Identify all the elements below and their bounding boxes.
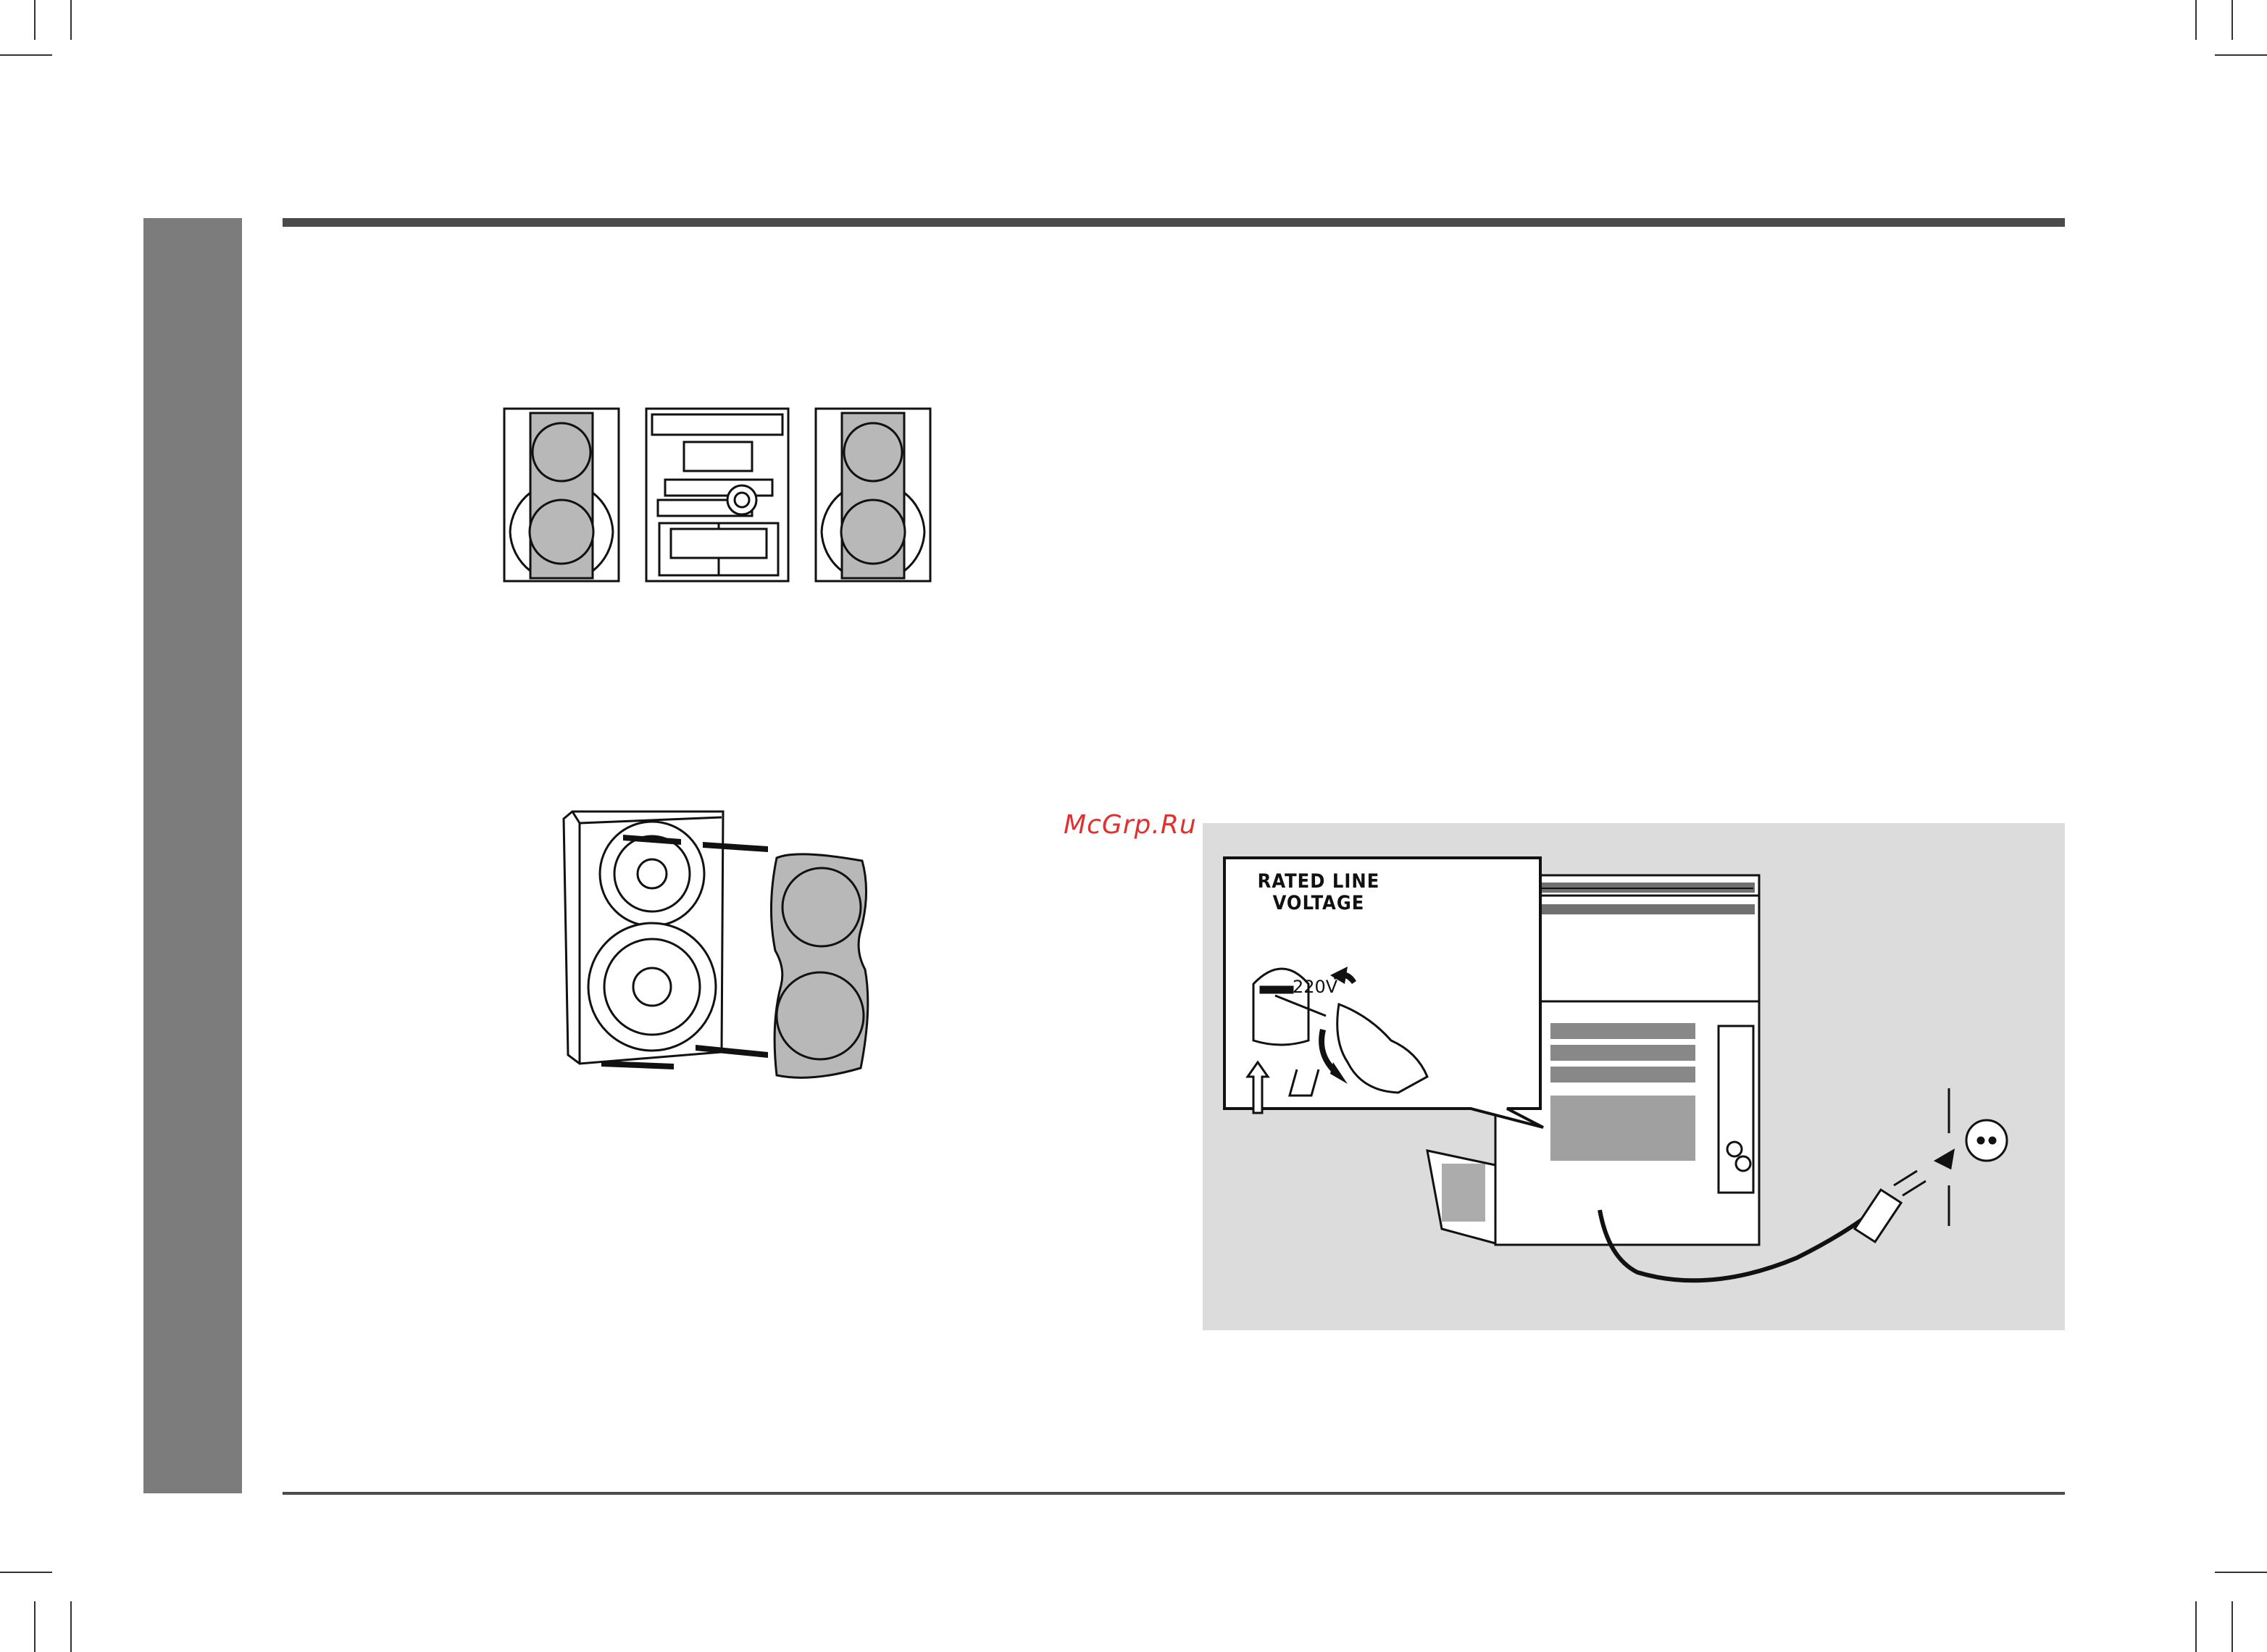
bottom-rule: [283, 1492, 2065, 1495]
stereo-system-illustration: [503, 407, 938, 584]
rated-line-voltage-label: RATED LINE VOLTAGE: [1232, 871, 1406, 914]
watermark-text: McGrp.Ru: [1064, 810, 1197, 840]
top-rule: [283, 218, 2065, 227]
speaker-grille-removal-illustration: [558, 806, 877, 1096]
side-tab: [143, 218, 242, 1493]
voltage-value-label: 220V: [1293, 977, 1337, 997]
